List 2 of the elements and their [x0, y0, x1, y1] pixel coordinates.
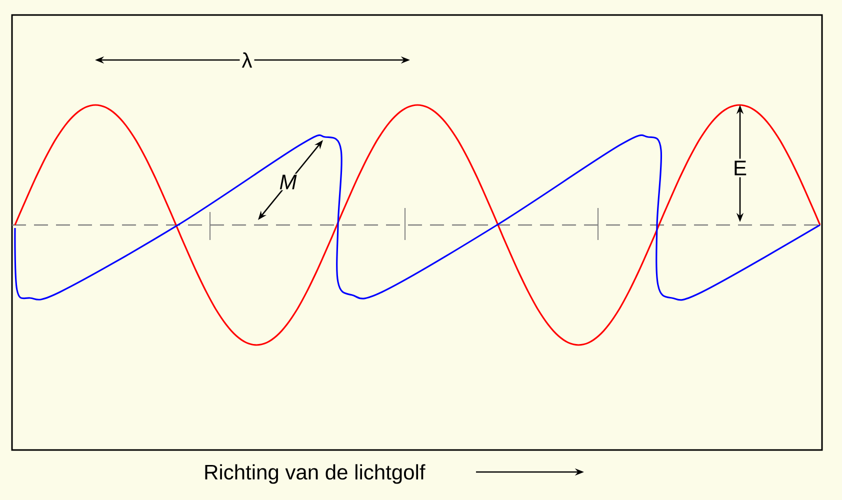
- amplitude-label: E: [731, 158, 750, 178]
- caption: Richting van de lichtgolf: [205, 464, 426, 484]
